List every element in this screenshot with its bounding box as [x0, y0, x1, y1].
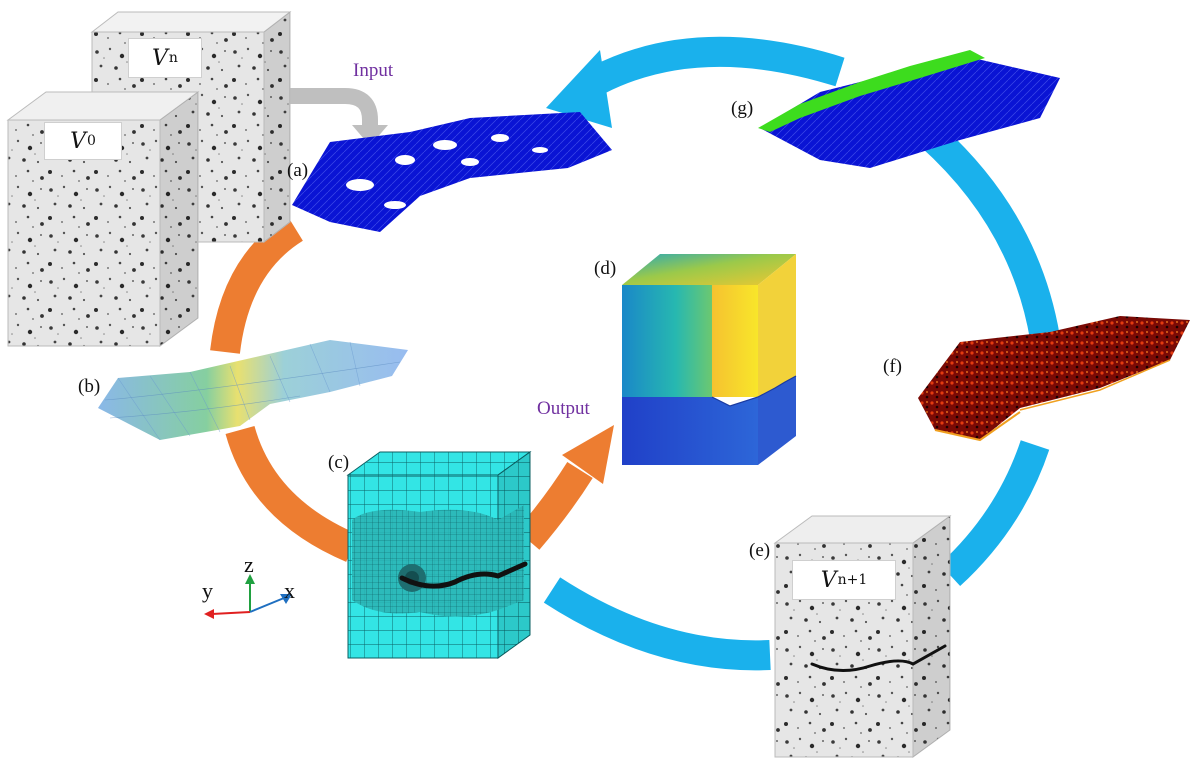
panel-label-c: (c) [328, 452, 350, 473]
input-arrow [283, 88, 378, 128]
axis-label-y: y [202, 578, 213, 603]
flow-arrow-g-to-a [591, 36, 845, 94]
ct-volume-vn1 [773, 515, 952, 758]
output-label: Output [537, 398, 590, 419]
panel-label-d: (d) [594, 258, 617, 279]
displacement-field-d [622, 254, 797, 465]
flow-arrow-c-to-d [516, 461, 593, 550]
panel-label-g: (g) [731, 98, 754, 119]
point-cloud-g [758, 50, 1060, 168]
arrowhead-c-to-d [562, 425, 614, 484]
axis-label-z: z [244, 552, 254, 577]
axis-label-x: x [284, 578, 295, 603]
v0-symbol: V [70, 128, 86, 154]
flow-arrow-e-to-f [939, 440, 1050, 587]
vn-subscript: n [168, 50, 178, 66]
arrowhead-g-to-a [546, 50, 612, 128]
input-label: Input [353, 60, 394, 81]
flow-arrow-e-to-c [543, 577, 771, 671]
damage-cloud-f [918, 316, 1190, 442]
axis-triad [204, 574, 292, 619]
vn1-subscript: n+1 [837, 572, 868, 588]
panel-label-e: (e) [749, 540, 771, 561]
v0-subscript: 0 [86, 133, 96, 149]
panel-label-f: (f) [883, 356, 902, 377]
vn-symbol: V [152, 45, 168, 71]
input-arrowhead [352, 125, 388, 146]
point-cloud-a [292, 112, 612, 232]
flow-arrow-a-to-b [210, 215, 304, 354]
flow-arrow-f-to-g [919, 123, 1060, 341]
panel-label-a: (a) [287, 160, 309, 181]
vn1-symbol: V [820, 567, 837, 593]
surface-mesh-b [98, 340, 408, 441]
flow-arrow-b-to-c [225, 425, 358, 562]
fe-mesh-c [346, 451, 532, 659]
panel-label-b: (b) [78, 376, 101, 397]
